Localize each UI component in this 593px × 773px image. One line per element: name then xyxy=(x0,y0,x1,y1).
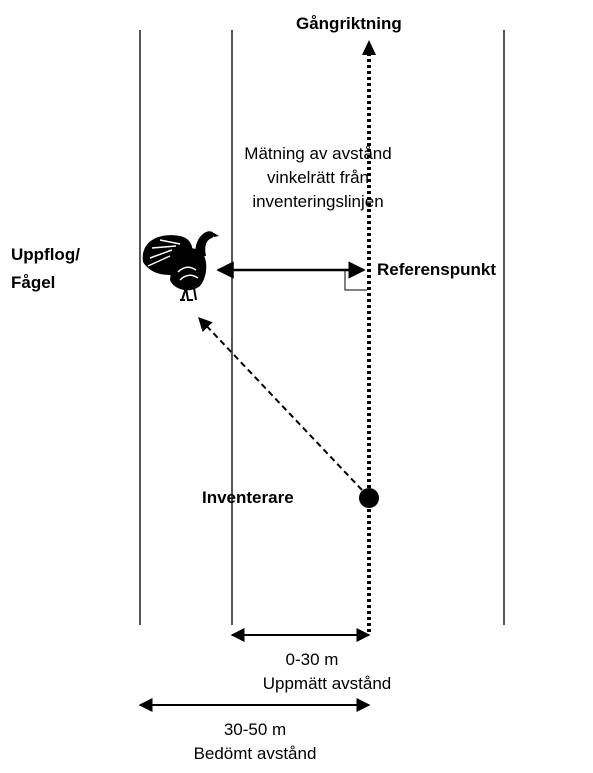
measurement-line-1: Mätning av avstånd xyxy=(244,144,392,163)
outer-range-description: Bedömt avstånd xyxy=(193,744,317,763)
observer-label: Inventerare xyxy=(202,488,294,507)
inner-range-description: Uppmätt avstånd xyxy=(262,674,392,693)
direction-label: Gångriktning xyxy=(296,14,402,33)
inner-range-value: 0-30 m xyxy=(285,650,339,669)
measurement-line-2: vinkelrätt från xyxy=(266,168,370,187)
sighting-line xyxy=(198,316,363,491)
bird-label: Uppflog/ Fågel xyxy=(11,241,80,297)
bird-label-line-1: Uppflog/ xyxy=(11,245,80,264)
measurement-description: Mätning av avstånd vinkelrätt från inven… xyxy=(198,142,438,214)
outer-range-value: 30-50 m xyxy=(223,720,287,739)
observer-dot xyxy=(359,488,379,508)
reference-point-label: Referenspunkt xyxy=(377,260,497,279)
inner-range-label: 0-30 m Uppmätt avstånd xyxy=(232,648,422,696)
outer-range-label: 30-50 m Bedömt avstånd xyxy=(185,718,325,766)
capercaillie-icon xyxy=(142,231,219,301)
measurement-line-3: inventeringslinjen xyxy=(252,192,384,211)
bird-label-line-2: Fågel xyxy=(11,273,56,292)
right-angle-marker xyxy=(344,270,367,291)
direction-arrow-head xyxy=(362,40,376,55)
